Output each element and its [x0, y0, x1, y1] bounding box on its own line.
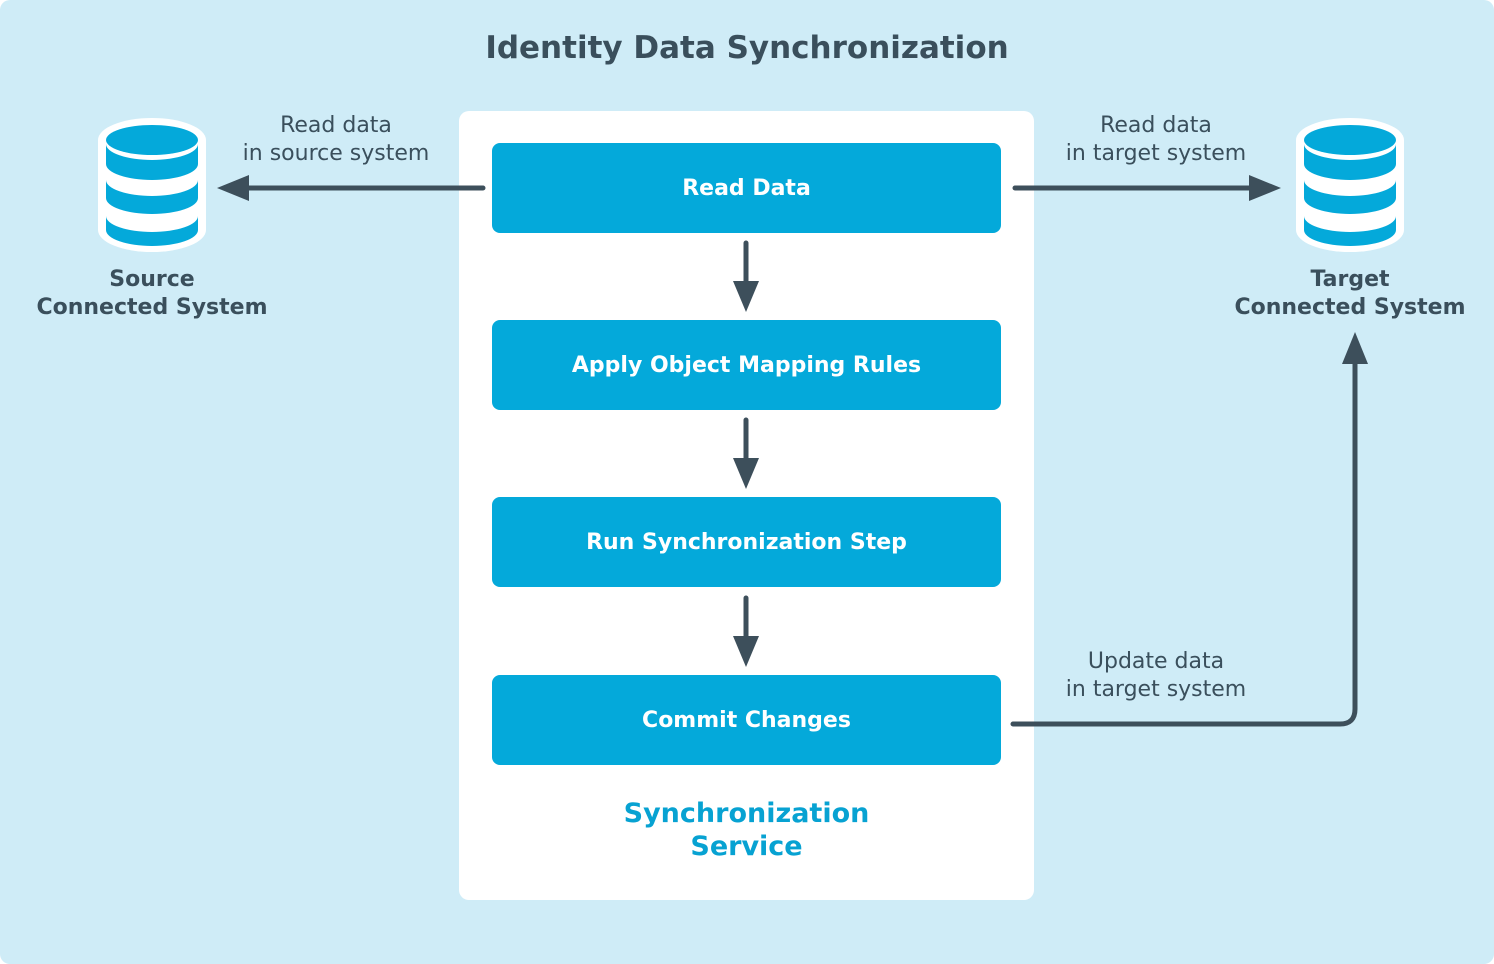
source-system-label: Source Connected System: [2, 266, 302, 322]
source-label-line1: Source: [109, 267, 195, 292]
read-target-line1: Read data: [1100, 113, 1212, 138]
arrowhead-step4: [733, 636, 759, 667]
step-read-data: Read Data: [492, 143, 1001, 233]
read-source-line2: in source system: [242, 141, 430, 166]
update-target-line1: Update data: [1087, 649, 1225, 674]
read-source-line1: Read data: [280, 113, 392, 138]
service-label-line2: Service: [690, 831, 803, 862]
arrowhead-read-source: [217, 175, 249, 201]
read-source-edge-label: Read data in source system: [206, 112, 466, 168]
target-system-label: Target Connected System: [1200, 266, 1494, 322]
diagram-title: Identity Data Synchronization: [485, 30, 1009, 66]
target-database-icon: [1296, 118, 1404, 252]
step-run-synchronization-step: Run Synchronization Step: [492, 497, 1001, 587]
read-target-line2: in target system: [1065, 141, 1247, 166]
read-target-edge-label: Read data in target system: [1026, 112, 1286, 168]
synchronization-service-label: Synchronization Service: [459, 797, 1034, 863]
update-target-line2: in target system: [1065, 677, 1247, 702]
source-database-icon: [98, 118, 206, 252]
arrowhead-step2: [733, 281, 759, 312]
arrowhead-step3: [733, 458, 759, 489]
service-label-line1: Synchronization: [623, 798, 870, 829]
step-commit-changes: Commit Changes: [492, 675, 1001, 765]
step-apply-object-mapping-rules: Apply Object Mapping Rules: [492, 320, 1001, 410]
target-label-line1: Target: [1310, 267, 1390, 292]
arrow-update-target: [1010, 349, 1358, 727]
update-target-edge-label: Update data in target system: [1026, 648, 1286, 704]
source-label-line2: Connected System: [36, 295, 268, 320]
target-label-line2: Connected System: [1234, 295, 1466, 320]
arrowhead-update-target: [1342, 332, 1368, 364]
arrowhead-read-target: [1249, 175, 1281, 201]
